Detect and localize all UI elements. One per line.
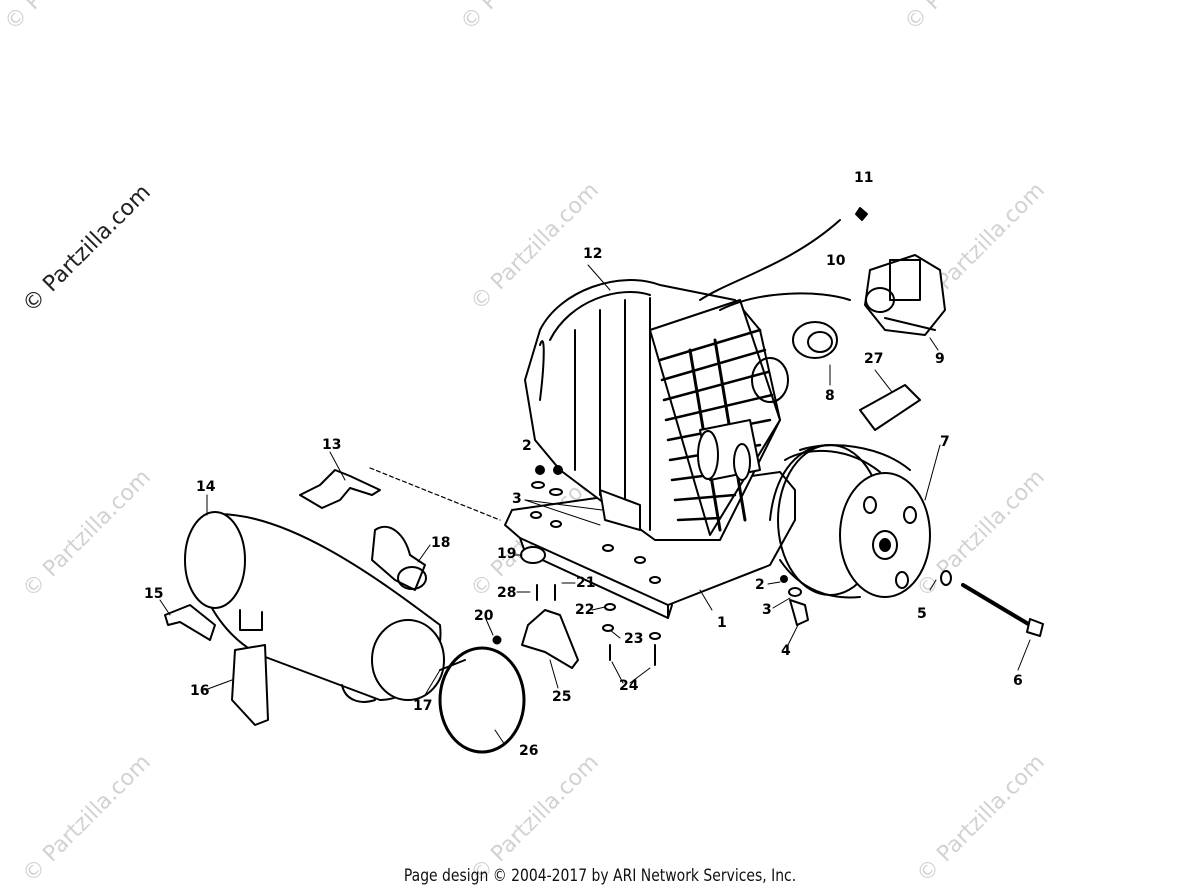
callout-13: 13 <box>322 437 341 453</box>
callout-8: 8 <box>825 388 835 404</box>
rubber-mount-part-19 <box>520 546 546 564</box>
callout-16: 16 <box>190 683 209 699</box>
callout-21: 21 <box>576 575 595 591</box>
callout-9: 9 <box>935 351 945 367</box>
washer-part-5 <box>940 570 952 586</box>
nut-part-20 <box>492 635 502 645</box>
callout-labels: 1 2 3 4 5 6 7 8 9 10 11 12 13 14 15 16 1… <box>144 170 1023 759</box>
washer-part-23 <box>602 624 614 632</box>
callout-12: 12 <box>583 246 602 262</box>
strap-part-15 <box>164 604 216 641</box>
intake-flange-part-8 <box>792 321 838 359</box>
elbow-part-18 <box>371 525 426 591</box>
callout-17: 17 <box>413 698 432 714</box>
callout-4: 4 <box>781 643 791 659</box>
callout-7: 7 <box>940 434 950 450</box>
callout-3-secondary: 3 <box>762 602 772 618</box>
callout-10: 10 <box>826 253 846 269</box>
tail-pipe-part-16 <box>231 644 269 726</box>
callout-2-secondary: 2 <box>755 577 765 593</box>
callout-1: 1 <box>717 615 727 631</box>
bracket-part-25 <box>521 609 579 669</box>
callout-15: 15 <box>144 586 163 602</box>
clutch-part-7 <box>769 444 931 599</box>
callout-2: 2 <box>522 438 532 454</box>
bracket-part-13 <box>299 469 381 509</box>
engine-part-12 <box>524 279 789 541</box>
callout-11: 11 <box>854 170 873 186</box>
washer-part-22 <box>604 603 616 611</box>
callout-28: 28 <box>497 585 516 601</box>
clamp-part-26 <box>438 646 526 754</box>
callout-27: 27 <box>864 351 883 367</box>
damper-part-4 <box>789 599 809 626</box>
callout-14: 14 <box>196 479 216 495</box>
fuel-line-part-10 <box>699 219 841 301</box>
callout-26: 26 <box>519 743 538 759</box>
washer-part-23b <box>649 632 661 640</box>
callout-23: 23 <box>624 631 643 647</box>
callout-24: 24 <box>619 678 639 694</box>
screw-part-17 <box>439 659 466 671</box>
callout-6: 6 <box>1013 673 1023 689</box>
callout-3: 3 <box>512 491 522 507</box>
bolt-part-6 <box>961 583 1044 637</box>
callout-22: 22 <box>575 602 594 618</box>
callout-5: 5 <box>917 606 927 622</box>
callout-25: 25 <box>552 689 571 705</box>
copyright-footer: Page design © 2004-2017 by ARI Network S… <box>403 866 797 886</box>
fitting-part-11 <box>855 207 868 221</box>
callout-18: 18 <box>431 535 450 551</box>
carburetor-part-9 <box>864 254 946 336</box>
callout-20: 20 <box>474 608 494 624</box>
callout-19: 19 <box>497 546 516 562</box>
pad-part-27 <box>859 384 921 431</box>
fuel-line-part-10-lower <box>719 292 851 311</box>
